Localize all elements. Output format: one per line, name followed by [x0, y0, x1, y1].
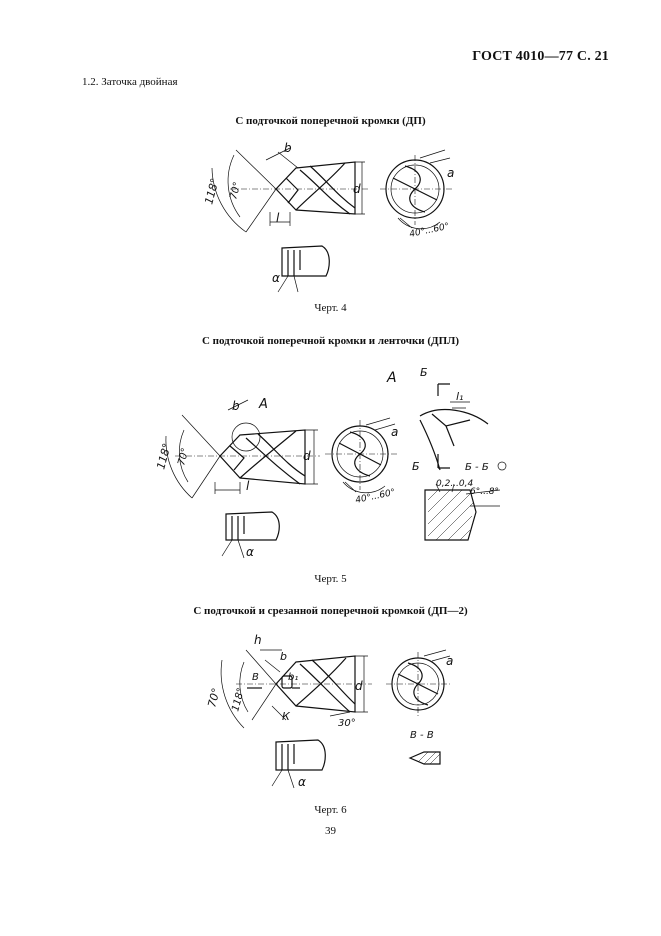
l-label-5: l — [246, 479, 250, 493]
figure-4-title: С подточкой поперечной кромки (ДП) — [235, 115, 426, 127]
section-B-B — [424, 483, 501, 541]
b-label-4: b — [284, 141, 292, 155]
a-label-4: a — [447, 166, 454, 180]
standard-header: ГОСТ 4010—77 С. 21 — [472, 49, 609, 64]
figure-6-caption: Черт. 6 — [314, 804, 347, 816]
angle-70-label-4: 70° — [228, 181, 243, 201]
B-left-label: В — [252, 672, 259, 683]
drill-end-view-6 — [386, 649, 452, 716]
section-V-V — [408, 751, 441, 765]
l1-label: l₁ — [456, 390, 463, 403]
b1-label-6: b₁ — [288, 672, 298, 683]
B-top-label: Б — [420, 366, 428, 379]
a-label-5: a — [391, 425, 398, 439]
page-number: 39 — [325, 825, 336, 837]
range-6-8-label: 6°...8° — [470, 487, 499, 497]
section-heading: 1.2. Заточка двойная — [82, 76, 178, 88]
A-label-5: A — [258, 397, 268, 412]
drill-side-view-5 — [165, 399, 320, 499]
angle-118-label-6: 118° — [230, 687, 247, 713]
drill-end-view-5 — [325, 417, 398, 494]
d-label-6: d — [355, 679, 363, 693]
angle-70-label-6: 70° — [205, 687, 223, 709]
drill-detail-5 — [221, 511, 280, 559]
drill-side-view-6 — [220, 649, 372, 729]
view-A-detail — [419, 383, 489, 471]
h-label-6: h — [254, 633, 262, 647]
view-A-label: A — [386, 370, 397, 386]
angle-30-label-6: 30° — [338, 718, 356, 729]
section-B-label: Б - Б — [465, 462, 489, 473]
drill-end-view-4 — [380, 149, 452, 230]
b-label-5: b — [232, 399, 240, 413]
K-label-6: К — [282, 710, 291, 723]
drill-side-view-4 — [211, 147, 370, 233]
d-label-5: d — [303, 449, 311, 463]
alpha-label-5: α — [246, 545, 254, 559]
range-0-2-label: 0,2...0,4 — [436, 479, 473, 489]
a-label-6: a — [446, 654, 453, 668]
section-V-label: В - В — [410, 730, 434, 741]
figure-5-title: С подточкой поперечной кромки и ленточки… — [201, 335, 460, 347]
figure-6-title: С подточкой и срезанной поперечной кромк… — [193, 605, 468, 617]
drill-detail-4 — [277, 245, 330, 293]
b-label-6: b — [280, 650, 287, 663]
angle-70-label-5: 70° — [176, 447, 191, 467]
l-label-4: l — [276, 211, 280, 225]
alpha-label-6: α — [298, 775, 306, 789]
d-label-4: d — [353, 182, 361, 196]
figure-5-caption: Черт. 5 — [314, 573, 347, 585]
drill-detail-6 — [271, 739, 326, 789]
section-marker-icon — [497, 461, 507, 471]
alpha-label-4: α — [272, 271, 280, 285]
figure-4-caption: Черт. 4 — [314, 302, 347, 314]
B-bottom-label: Б — [412, 460, 420, 473]
